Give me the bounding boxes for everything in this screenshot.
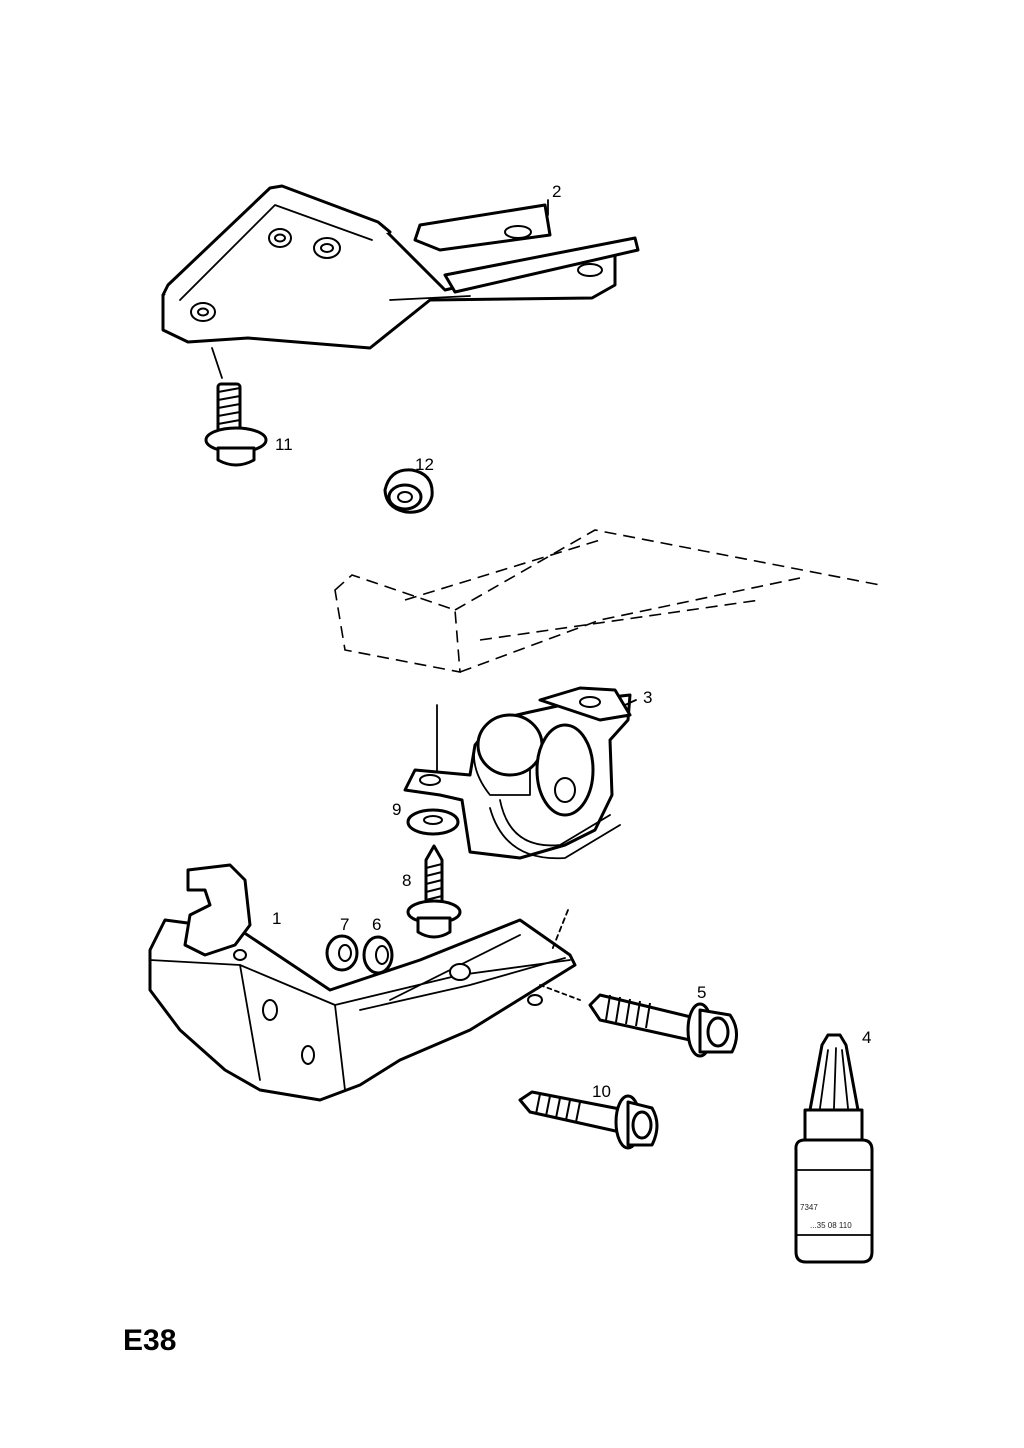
callout-9: 9	[392, 800, 401, 819]
part-4-adhesive-bottle: 7347 ...35 08 110	[794, 1033, 874, 1264]
callout-12: 12	[415, 455, 434, 474]
bottle-label-line2: ...35 08 110	[810, 1221, 852, 1230]
callout-10: 10	[592, 1082, 611, 1101]
part-7-nut	[325, 934, 359, 972]
callout-6: 6	[372, 915, 381, 934]
callout-3: 3	[643, 688, 652, 707]
leader-lines	[547, 199, 637, 706]
part-6-lock-washer	[362, 935, 394, 975]
part-11-stud-bolt	[204, 382, 268, 467]
callout-2: 2	[552, 182, 561, 201]
callout-8: 8	[402, 871, 411, 890]
part-10-bolt	[518, 1090, 659, 1150]
callout-5: 5	[697, 983, 706, 1002]
callout-4: 4	[862, 1028, 871, 1047]
bottle-label-line1: 7347	[800, 1203, 818, 1212]
vehicle-body-outline	[334, 529, 881, 673]
part-2-upper-bracket	[161, 184, 640, 379]
part-12-grommet	[383, 468, 434, 514]
part-1-lower-bracket	[148, 863, 581, 1102]
callout-1: 1	[272, 909, 281, 928]
part-5-bolt	[588, 993, 738, 1058]
page-code: E38	[123, 1324, 176, 1357]
callout-11: 11	[275, 435, 293, 454]
callout-7: 7	[340, 915, 349, 934]
part-8-bolt	[406, 844, 462, 939]
part-9-washer	[406, 808, 460, 836]
part-3-rubber-mount	[403, 686, 632, 860]
